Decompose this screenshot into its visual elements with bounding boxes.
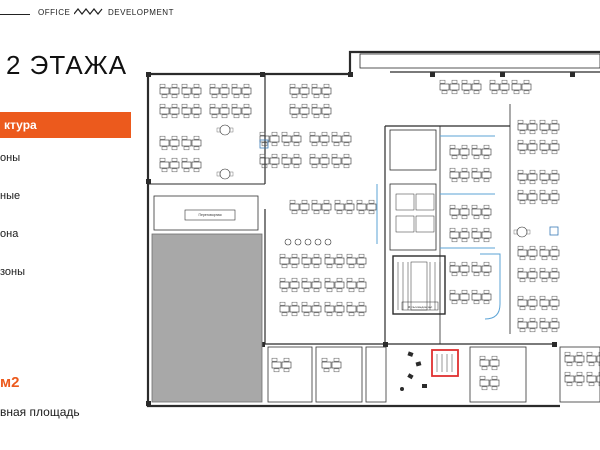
brand-development: DEVELOPMENT [108, 8, 174, 17]
plan-walls [146, 50, 600, 408]
area-label: вная площадь [0, 405, 80, 419]
stair-markers [259, 139, 559, 236]
bottom-rooms [267, 346, 600, 403]
legend-item-1[interactable]: оны [0, 152, 21, 164]
legend-item-2[interactable]: ные [0, 190, 21, 202]
top-bar: OFFICE DEVELOPMENT [0, 0, 600, 28]
legend-item-3[interactable]: она [0, 228, 19, 240]
floor-plan: Переговорная Мультимедиа зал [146, 50, 600, 408]
lounge-furniture [400, 351, 427, 391]
plan-columns [146, 72, 575, 406]
central-core: Мультимедиа зал [389, 129, 446, 315]
workstations-upper-left [160, 84, 351, 180]
stairwell-highlight [431, 349, 459, 377]
glass-partitions [376, 135, 501, 320]
zigzag-logo-icon [74, 8, 103, 15]
shaded-open-area [151, 233, 263, 403]
meeting-room: Переговорная [153, 195, 259, 231]
page-title: 2 ЭТАЖА [6, 50, 128, 80]
workstations-middle [280, 200, 376, 316]
meeting-room-label: Переговорная [199, 213, 222, 217]
legend-item-4[interactable]: зоны [0, 266, 26, 278]
brand-office: OFFICE [38, 8, 71, 17]
legend-item-active[interactable]: ктура [0, 112, 131, 138]
header-rule [0, 14, 30, 15]
area-value: м2 [0, 374, 20, 391]
core-room-label: Мультимедиа зал [408, 305, 433, 309]
